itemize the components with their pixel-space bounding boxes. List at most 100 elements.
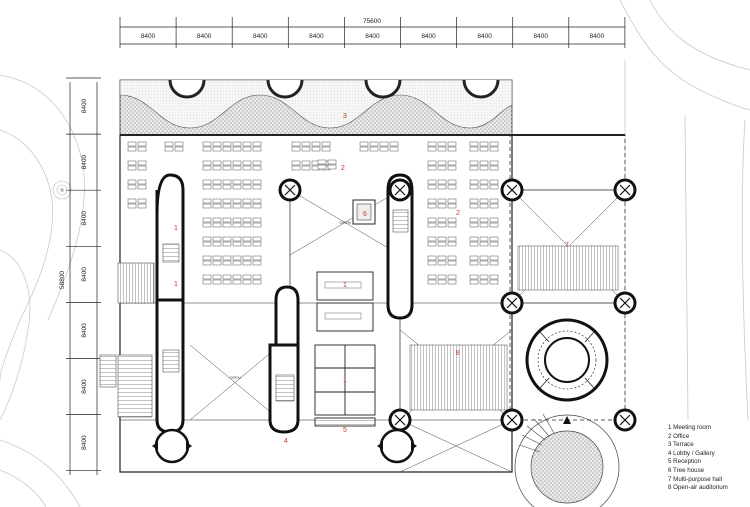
desk [137, 146, 147, 152]
desk [252, 217, 262, 223]
desk [291, 160, 301, 166]
left-bay-label: 8400 [81, 435, 88, 450]
desk [469, 279, 479, 285]
desk [127, 179, 137, 185]
desk [489, 236, 499, 242]
desk [242, 184, 252, 190]
desk [202, 160, 212, 166]
desk [437, 260, 447, 266]
desk [489, 165, 499, 171]
room-number-hall: 7 [565, 242, 569, 249]
desk [489, 217, 499, 223]
desk [164, 146, 174, 152]
desk [252, 203, 262, 209]
desk [437, 198, 447, 204]
open-label-gallery: OPEN [229, 375, 240, 380]
desk [317, 159, 327, 165]
desk [327, 159, 337, 165]
desk [232, 260, 242, 266]
desk [437, 279, 447, 285]
left-bay-label: 8400 [81, 379, 88, 394]
desk [212, 141, 222, 147]
desk [252, 165, 262, 171]
desk [489, 141, 499, 147]
desk [301, 141, 311, 147]
desk [202, 279, 212, 285]
left-bay-label: 8400 [81, 211, 88, 226]
desk [359, 146, 369, 152]
desk [469, 241, 479, 247]
desk [202, 198, 212, 204]
desk [447, 198, 457, 204]
column [388, 408, 412, 432]
meeting-rooms [314, 271, 376, 427]
legend-item: 7 Multi-purpose hall [668, 475, 722, 483]
desk [164, 141, 174, 147]
desk [369, 146, 379, 152]
desk [479, 236, 489, 242]
column [613, 291, 637, 315]
desk [127, 160, 137, 166]
desk [469, 160, 479, 166]
top-bay-label: 8400 [477, 33, 492, 40]
legend-item: 5 Reception [668, 458, 702, 466]
overall-width-label: 75600 [363, 18, 381, 25]
desk [469, 165, 479, 171]
desk [222, 146, 232, 152]
desk [222, 141, 232, 147]
desk [212, 236, 222, 242]
desk [127, 198, 137, 204]
desk [437, 255, 447, 261]
desk [137, 203, 147, 209]
desk [427, 255, 437, 261]
desk [437, 203, 447, 209]
legend-item: 1 Meeting room [668, 424, 711, 431]
desk [202, 274, 212, 280]
desk [232, 165, 242, 171]
desk [311, 146, 321, 152]
desk [469, 179, 479, 185]
desk [427, 179, 437, 185]
desk [242, 198, 252, 204]
column [613, 408, 637, 432]
desk [489, 184, 499, 190]
desk [252, 198, 262, 204]
desk [252, 241, 262, 247]
desk [489, 260, 499, 266]
desk [389, 141, 399, 147]
desk [427, 274, 437, 280]
desk [242, 203, 252, 209]
desk [489, 179, 499, 185]
desk [252, 260, 262, 266]
desk [447, 217, 457, 223]
desk [489, 146, 499, 152]
desk [447, 260, 457, 266]
desk [437, 222, 447, 228]
desk [447, 179, 457, 185]
desk [317, 164, 327, 170]
desk [479, 217, 489, 223]
desk [469, 222, 479, 228]
desk [137, 160, 147, 166]
desk [222, 236, 232, 242]
desk [212, 203, 222, 209]
room-number-office: 2 [341, 165, 345, 172]
desk [479, 203, 489, 209]
desk [469, 255, 479, 261]
entrance-arrows [152, 416, 571, 450]
room-number-lobby: 4 [284, 438, 288, 445]
left-bay-label: 8400 [81, 98, 88, 113]
desk [437, 165, 447, 171]
desk [242, 255, 252, 261]
desk [212, 165, 222, 171]
desk [212, 184, 222, 190]
desk [137, 165, 147, 171]
desk [242, 279, 252, 285]
desk [479, 260, 489, 266]
desk [202, 255, 212, 261]
desk [469, 198, 479, 204]
desk [327, 164, 337, 170]
top-bay-label: 8400 [590, 33, 605, 40]
